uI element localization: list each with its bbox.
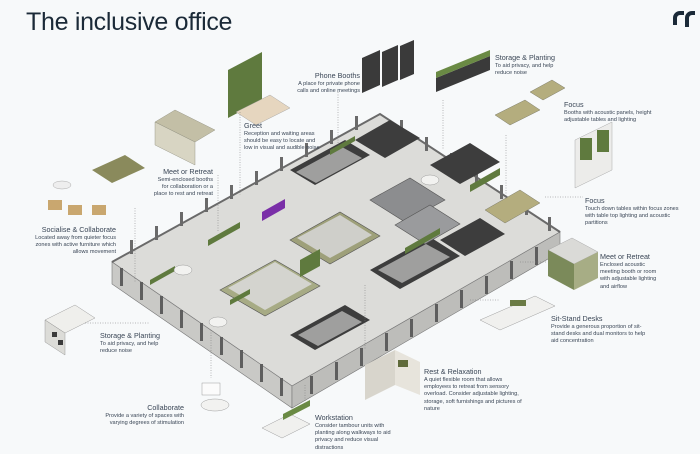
annotation-heading: Sit-Stand Desks — [551, 314, 603, 323]
annotation-sit-stand: Sit-Stand Desks Provide a generous propo… — [551, 314, 647, 346]
annotation-body: To aid privacy, and help reduce noise — [495, 63, 554, 77]
vignette-focus-booths — [494, 79, 566, 126]
vignette-meet-right — [547, 237, 599, 290]
annotation-heading: Meet or Retreat — [163, 167, 213, 176]
annotation-heading: Workstation — [315, 413, 353, 422]
annotation-heading: Socialise & Collaborate — [41, 225, 116, 234]
glass-meeting-booths-2 — [394, 204, 461, 245]
annotation-storage-planting-left: Storage & Planting To aid privacy, and h… — [100, 331, 164, 355]
vignette-workstation — [261, 400, 311, 439]
page-title: The inclusive office — [26, 8, 233, 36]
vignette-greet — [228, 52, 291, 126]
planting-strips — [150, 136, 500, 305]
leader-lines — [85, 92, 583, 405]
annotation-body: Provide a generous proportion of sit-sta… — [551, 324, 646, 345]
annotation-rest-relaxation: Rest & Relaxation A quiet flexible room … — [424, 367, 524, 413]
annotation-body: Booths with acoustic panels, height adju… — [564, 110, 652, 124]
vignette-phone-booths — [362, 40, 414, 93]
brand-logo-icon — [673, 11, 695, 27]
annotation-body: A quiet flexible room that allows employ… — [424, 377, 522, 412]
vignette-socialise — [48, 155, 145, 215]
annotation-heading: Phone Booths — [314, 71, 360, 80]
annotation-heading: Storage & Planting — [495, 53, 555, 62]
glass-meeting-booths — [369, 177, 446, 223]
annotation-body: To aid privacy, and help reduce noise — [100, 341, 159, 355]
annotation-heading: Collaborate — [147, 403, 184, 412]
annotation-socialise: Socialise & Collaborate Located away fro… — [26, 225, 116, 257]
annotation-heading: Meet or Retreat — [600, 252, 650, 261]
annotation-meet-retreat-right: Meet or Retreat Enclosed acoustic meetin… — [600, 252, 664, 291]
annotation-heading: Focus — [564, 100, 584, 109]
vignette-focus-tables — [574, 121, 613, 189]
annotation-body: Reception and waiting areas should be ea… — [244, 131, 320, 152]
wall-columns — [120, 247, 538, 396]
annotation-body: Located away from quieter focus zones wi… — [35, 235, 116, 256]
vignette-meet-left — [154, 109, 216, 166]
annotation-storage-planting-top: Storage & Planting To aid privacy, and h… — [495, 53, 567, 77]
annotation-collaborate: Collaborate Provide a variety of spaces … — [94, 403, 184, 427]
annotation-focus-tables: Focus Touch down tables within focus zon… — [585, 196, 681, 228]
desk-tops — [296, 147, 450, 346]
annotation-heading: Rest & Relaxation — [424, 367, 482, 376]
vignette-storage-top — [436, 50, 490, 92]
annotation-greet: Greet Reception and waiting areas should… — [244, 121, 320, 153]
annotation-meet-retreat-left: Meet or Retreat Semi-enclosed booths for… — [150, 167, 213, 199]
annotation-focus-booths: Focus Booths with acoustic panels, heigh… — [564, 100, 658, 124]
vignette-storage-left — [44, 304, 96, 356]
annotation-body: Enclosed acoustic meeting booth or room … — [600, 262, 657, 290]
round-tables — [173, 174, 440, 328]
annotation-body: A place for private phone calls and onli… — [297, 81, 360, 95]
annotation-heading: Greet — [244, 121, 262, 130]
annotation-heading: Storage & Planting — [100, 331, 160, 340]
vignette-sit-stand — [479, 295, 556, 331]
annotation-body: Consider tambour units with planting alo… — [315, 423, 391, 451]
annotation-workstation: Workstation Consider tambour units with … — [315, 413, 395, 452]
enclosed-room-floor — [297, 215, 372, 258]
reception-screen — [262, 199, 285, 221]
annotation-body: Provide a variety of spaces with varying… — [105, 413, 184, 427]
vignette-rest — [365, 350, 420, 400]
annotation-heading: Focus — [585, 196, 605, 205]
annotation-body: Semi-enclosed booths for collaboration o… — [153, 177, 213, 198]
meeting-room-center-floor — [228, 262, 312, 310]
focus-booth-row — [484, 189, 541, 224]
annotation-phone-booths: Phone Booths A place for private phone c… — [296, 71, 360, 95]
annotation-body: Touch down tables within focus zones wit… — [585, 206, 679, 227]
vignette-collaborate — [200, 382, 230, 412]
